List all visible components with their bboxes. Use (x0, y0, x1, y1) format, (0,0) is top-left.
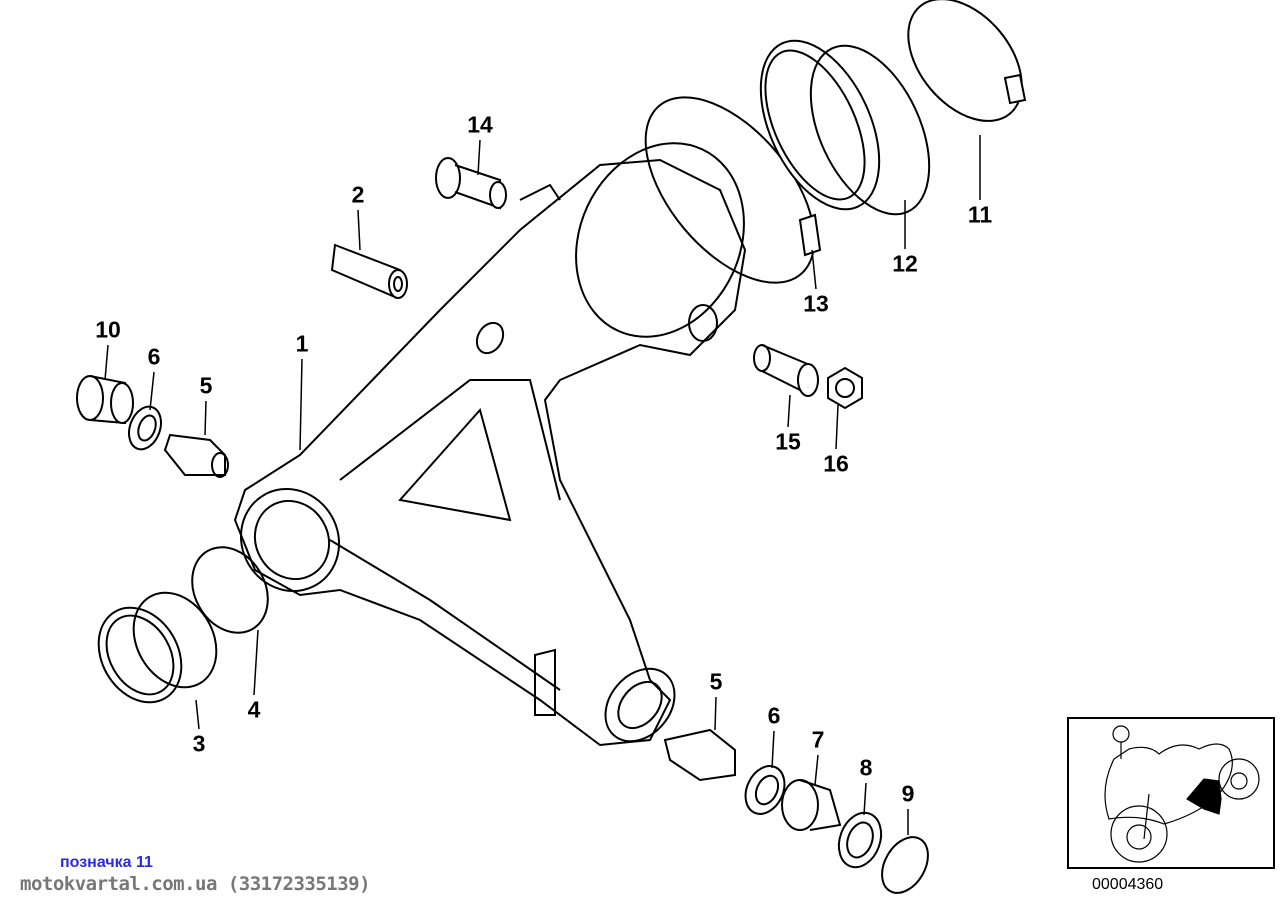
callout-8: 8 (859, 754, 873, 781)
threaded-ring-part-7 (781, 779, 842, 831)
callout-3: 3 (192, 730, 206, 757)
callout-6-right: 6 (767, 702, 781, 729)
threaded-ring-part-10 (76, 375, 134, 425)
leader-lines (104, 135, 981, 835)
callout-6-left: 6 (147, 343, 161, 370)
pivot-pin-part-5-left (163, 433, 229, 478)
motorcycle-locator-inset (1067, 717, 1275, 869)
callout-9: 9 (901, 780, 915, 807)
ring-part-8 (837, 811, 883, 869)
motorcycle-icon (1104, 725, 1260, 863)
callout-5-right: 5 (709, 668, 723, 695)
callout-12: 12 (892, 250, 918, 277)
callout-13: 13 (803, 290, 829, 317)
callout-2: 2 (351, 181, 365, 208)
clamp-part-11 (907, 0, 1027, 122)
nut-part-16 (827, 366, 863, 410)
callout-11: 11 (967, 201, 993, 228)
callout-16: 16 (823, 450, 849, 477)
callout-1: 1 (295, 330, 309, 357)
label-tag: позначка 11 (60, 854, 153, 871)
callout-10: 10 (95, 316, 121, 343)
circlip-part-9 (881, 836, 929, 894)
pin-part-14 (435, 157, 507, 210)
bushing-part-2 (330, 243, 408, 299)
bearing-part-6-left (128, 405, 162, 451)
callout-5-left: 5 (199, 372, 213, 399)
dust-boot-part-3 (97, 591, 218, 704)
swingarm-part-1 (233, 142, 747, 747)
callout-15: 15 (775, 428, 801, 455)
callout-14: 14 (467, 111, 493, 138)
pin-part-15 (753, 344, 819, 397)
callout-7: 7 (811, 726, 825, 753)
rubber-boot-part-12 (759, 39, 931, 216)
clamp-part-13 (644, 96, 822, 284)
diagram-code: 00004360 (1092, 876, 1164, 893)
callout-4: 4 (247, 696, 261, 723)
pivot-pin-part-5-right (663, 728, 736, 782)
circlip-part-4 (191, 546, 269, 634)
website-watermark: motokvartal.com.ua (33172335139) (20, 873, 371, 895)
bearing-part-6-right (744, 765, 786, 815)
